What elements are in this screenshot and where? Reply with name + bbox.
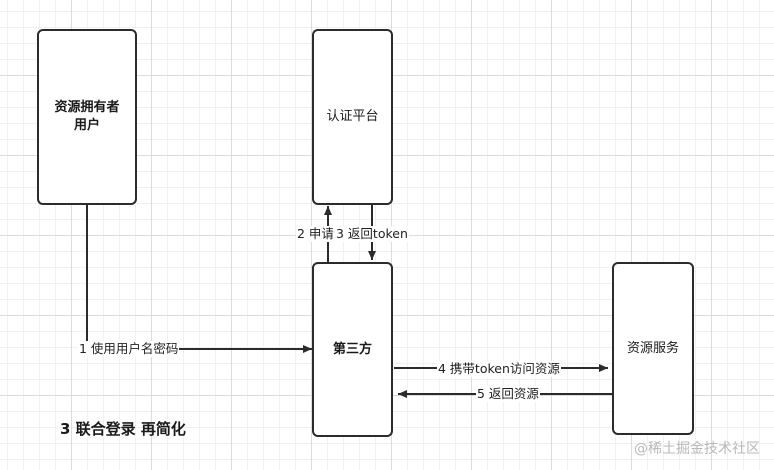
node-resource-service-label: 资源服务 — [626, 340, 679, 356]
edge-label-1: 1 使用用户名密码 — [78, 341, 180, 357]
node-auth-platform: 认证平台 — [312, 29, 393, 205]
diagram-caption: 3 联合登录 再简化 — [60, 420, 186, 438]
edge-label-2: 2 申请 — [296, 226, 335, 242]
node-third-party-label: 第三方 — [332, 341, 372, 357]
watermark: @稀土掘金技术社区 — [634, 441, 760, 457]
node-auth-platform-label: 认证平台 — [326, 109, 379, 124]
node-resource-owner-label: 资源拥有者 用户 — [54, 100, 120, 133]
edge-label-3: 3 返回token — [335, 226, 409, 242]
node-resource-service: 资源服务 — [612, 262, 694, 435]
node-third-party: 第三方 — [312, 262, 393, 437]
edge-label-5: 5 返回资源 — [476, 386, 540, 402]
edge-owner-to-third — [86, 205, 312, 353]
node-resource-owner: 资源拥有者 用户 — [37, 29, 137, 205]
edge-label-4: 4 携带token访问资源 — [437, 361, 561, 377]
